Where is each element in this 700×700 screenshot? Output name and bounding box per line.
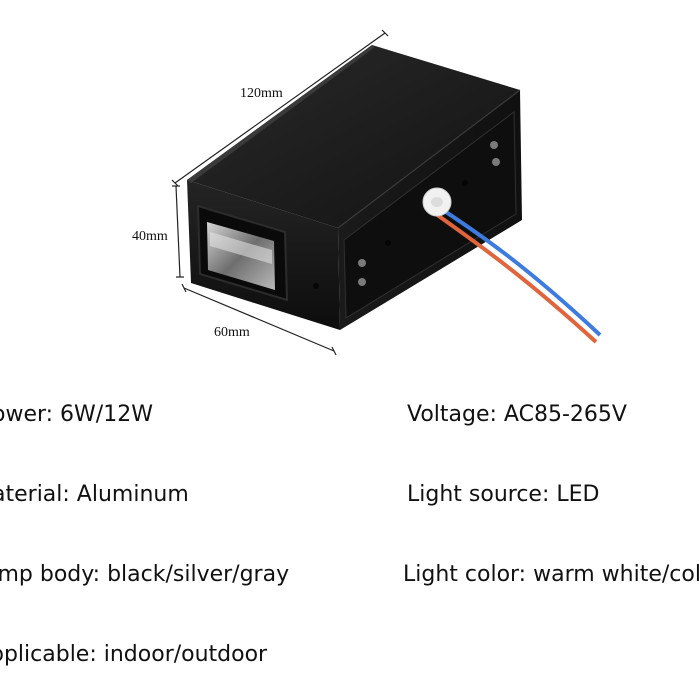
screw-icon [358, 278, 366, 286]
spec-material: aterial: Aluminum [0, 482, 189, 507]
spec-voltage: Voltage: AC85-265V [407, 402, 627, 427]
product-figure: 120mm 40mm 60mm [132, 29, 602, 356]
screw-icon [492, 158, 500, 166]
power-cable [422, 187, 602, 344]
spec-light-source: Light source: LED [407, 482, 600, 507]
aluminum-housing [187, 45, 522, 330]
spec-lamp-body: amp body: black/silver/gray [0, 562, 290, 587]
spec-light-color: Light color: warm white/cold [403, 562, 700, 587]
spec-applicable: pplicable: indoor/outdoor [0, 642, 268, 667]
led-driver-illustration: 120mm 40mm 60mm [132, 29, 602, 356]
vent-hole-icon [385, 240, 391, 246]
rocker-switch [196, 204, 289, 302]
height-label: 40mm [132, 229, 168, 244]
length-label: 120mm [240, 86, 283, 101]
screw-icon [490, 141, 498, 149]
screw-icon [358, 259, 366, 267]
vent-hole-icon [313, 283, 319, 289]
spec-power: ower: 6W/12W [0, 402, 153, 427]
width-label: 60mm [214, 325, 250, 340]
dimension-lines [171, 29, 389, 356]
vent-hole-icon [462, 180, 468, 186]
